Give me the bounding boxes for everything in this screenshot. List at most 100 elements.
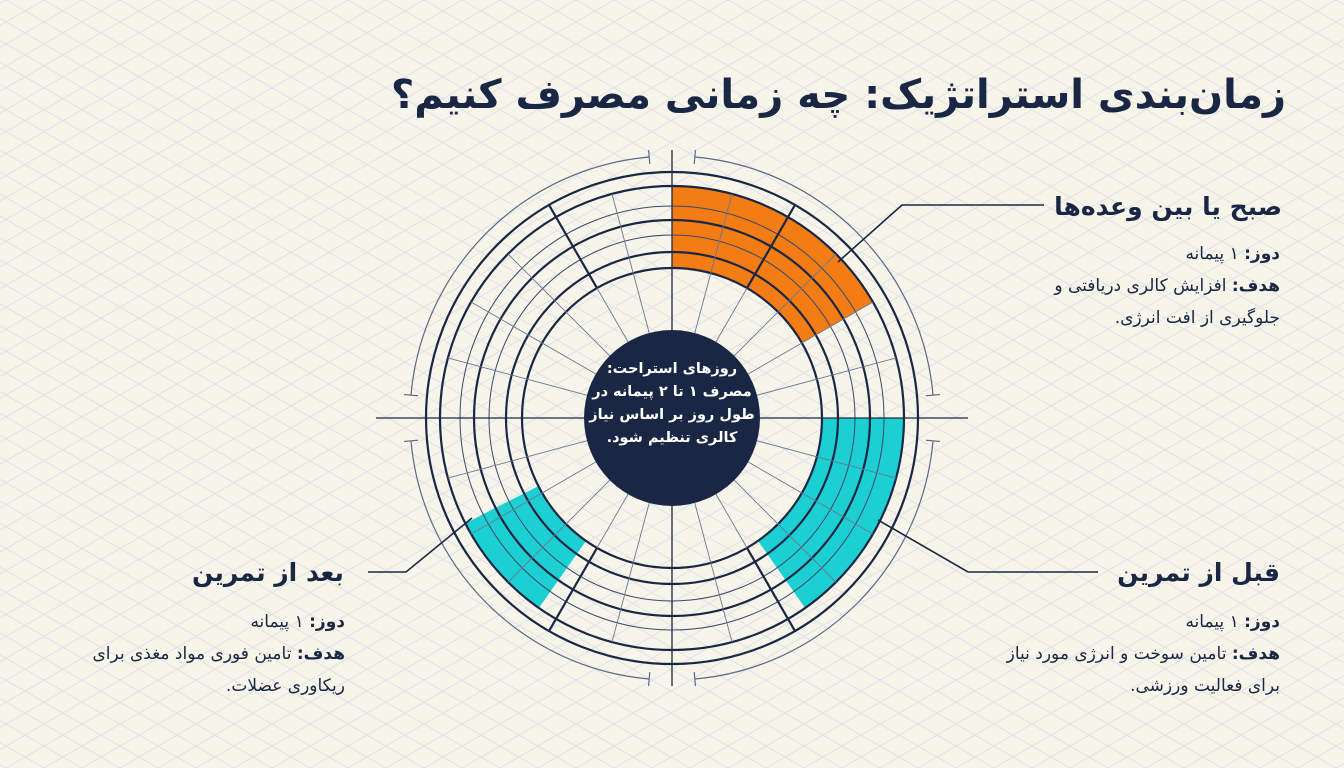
page-title: زمان‌بندی استراتژیک: چه زمانی مصرف کنیم؟ bbox=[391, 72, 1286, 118]
grid-line bbox=[0, 478, 501, 768]
center-line: کالری تنظیم شود. bbox=[606, 430, 738, 446]
dose-value: ۱ پیمانه bbox=[1185, 244, 1239, 264]
pre-workout-dose: دوز: ۱ پیمانه bbox=[950, 606, 1280, 638]
radial-line bbox=[729, 253, 837, 361]
post-workout-heading: بعد از تمرین bbox=[192, 558, 344, 587]
grid-line bbox=[0, 0, 1033, 597]
grid-line bbox=[461, 258, 1344, 768]
grid-line bbox=[0, 588, 311, 768]
center-line: مصرف ۱ تا ۲ پیمانه در bbox=[592, 384, 752, 400]
sector-dividers bbox=[548, 204, 796, 632]
outer-dimension-arcs bbox=[403, 149, 941, 687]
grid-line bbox=[0, 0, 577, 334]
grid-line bbox=[0, 390, 653, 768]
grid-line bbox=[0, 0, 539, 312]
divider-line bbox=[548, 204, 598, 289]
arc-tick bbox=[693, 671, 697, 687]
grid-line bbox=[917, 521, 1344, 768]
grid-line bbox=[0, 0, 995, 575]
dimension-arc bbox=[694, 156, 934, 396]
grid-line bbox=[0, 0, 805, 465]
grid-line bbox=[613, 345, 1344, 768]
arc-tick bbox=[925, 439, 941, 443]
radial-line bbox=[742, 458, 874, 535]
grid-line bbox=[1031, 587, 1344, 768]
grid-line bbox=[0, 566, 349, 768]
radial-line bbox=[692, 497, 733, 643]
grid-line bbox=[727, 411, 1344, 768]
goal-text: افزایش کالری دریافتی و bbox=[1054, 276, 1227, 296]
radial-line bbox=[611, 193, 652, 339]
grid-line bbox=[0, 522, 425, 768]
goal-text: تامین فوری مواد مغذی برای bbox=[92, 644, 292, 664]
radial-line bbox=[447, 438, 593, 479]
grid-line bbox=[309, 170, 1344, 768]
grid-line bbox=[0, 0, 919, 531]
grid-line bbox=[0, 0, 349, 202]
morning-goal: هدف: افزایش کالری دریافتی و bbox=[990, 270, 1280, 302]
dimension-arc bbox=[410, 156, 650, 396]
dimension-arc bbox=[694, 440, 934, 680]
radial-line bbox=[507, 253, 615, 361]
grid-line bbox=[803, 0, 1344, 313]
grid-line bbox=[1069, 609, 1344, 768]
center-line: روزهای استراحت: bbox=[606, 361, 738, 377]
grid-line bbox=[1031, 0, 1344, 181]
dose-label: دوز: bbox=[309, 612, 345, 632]
grid-line bbox=[917, 0, 1344, 247]
grid-line bbox=[0, 0, 615, 356]
grid-line bbox=[689, 389, 1344, 768]
pre-workout-goal-cont: برای فعالیت ورزشی. bbox=[1130, 676, 1280, 696]
pre-workout-heading: قبل از تمرین bbox=[1117, 558, 1280, 587]
grid-line bbox=[879, 499, 1344, 768]
post-workout-details: دوز: ۱ پیمانه هدف: تامین فوری مواد مغذی … bbox=[40, 606, 345, 702]
arc-tick bbox=[403, 393, 419, 397]
grid-line bbox=[0, 0, 1071, 619]
grid-line bbox=[765, 0, 1344, 335]
grid-line bbox=[0, 632, 235, 768]
post-workout-leader bbox=[368, 517, 473, 573]
callout-leaders bbox=[368, 204, 1098, 573]
grid-line bbox=[0, 0, 653, 378]
goal-text: تامین سوخت و انرژی مورد نیاز bbox=[1006, 644, 1227, 664]
morning-dose: دوز: ۱ پیمانه bbox=[990, 238, 1280, 270]
grid-line bbox=[423, 236, 1344, 768]
grid-line bbox=[537, 302, 1344, 768]
grid-line bbox=[347, 192, 1344, 768]
grid-line bbox=[955, 543, 1344, 768]
grid-line bbox=[841, 0, 1344, 291]
arc-tick bbox=[647, 671, 651, 687]
grid-line bbox=[727, 0, 1344, 357]
morning-goal-cont: جلوگیری از افت انرژی. bbox=[1114, 308, 1280, 328]
goal-label: هدف: bbox=[296, 644, 345, 664]
divider-line bbox=[746, 547, 796, 632]
grid-line bbox=[0, 0, 767, 443]
dose-label: دوز: bbox=[1244, 612, 1280, 632]
grid-line bbox=[955, 0, 1344, 225]
grid-line bbox=[765, 433, 1344, 768]
center-line: طول روز بر اساس نیاز bbox=[589, 407, 755, 423]
radial-line bbox=[751, 357, 897, 398]
grid-line bbox=[0, 610, 273, 768]
grid-line bbox=[0, 500, 463, 768]
grid-line bbox=[0, 0, 501, 290]
radial-line bbox=[470, 458, 602, 535]
dose-value: ۱ پیمانه bbox=[250, 612, 304, 632]
dose-label: دوز: bbox=[1244, 244, 1280, 264]
radial-line bbox=[470, 301, 602, 378]
grid-line bbox=[0, 0, 463, 268]
grid-line bbox=[0, 0, 957, 553]
center-rest-day-note: روزهای استراحت: مصرف ۱ تا ۲ پیمانه در طو… bbox=[584, 358, 760, 450]
arc-tick bbox=[647, 149, 651, 165]
grid-line bbox=[1107, 631, 1344, 768]
dose-value: ۱ پیمانه bbox=[1185, 612, 1239, 632]
radial-line bbox=[692, 193, 733, 339]
radial-line bbox=[729, 475, 837, 583]
arc-tick bbox=[925, 393, 941, 397]
center-disk bbox=[584, 330, 760, 506]
divider-line bbox=[548, 547, 598, 632]
grid-line bbox=[0, 456, 539, 768]
